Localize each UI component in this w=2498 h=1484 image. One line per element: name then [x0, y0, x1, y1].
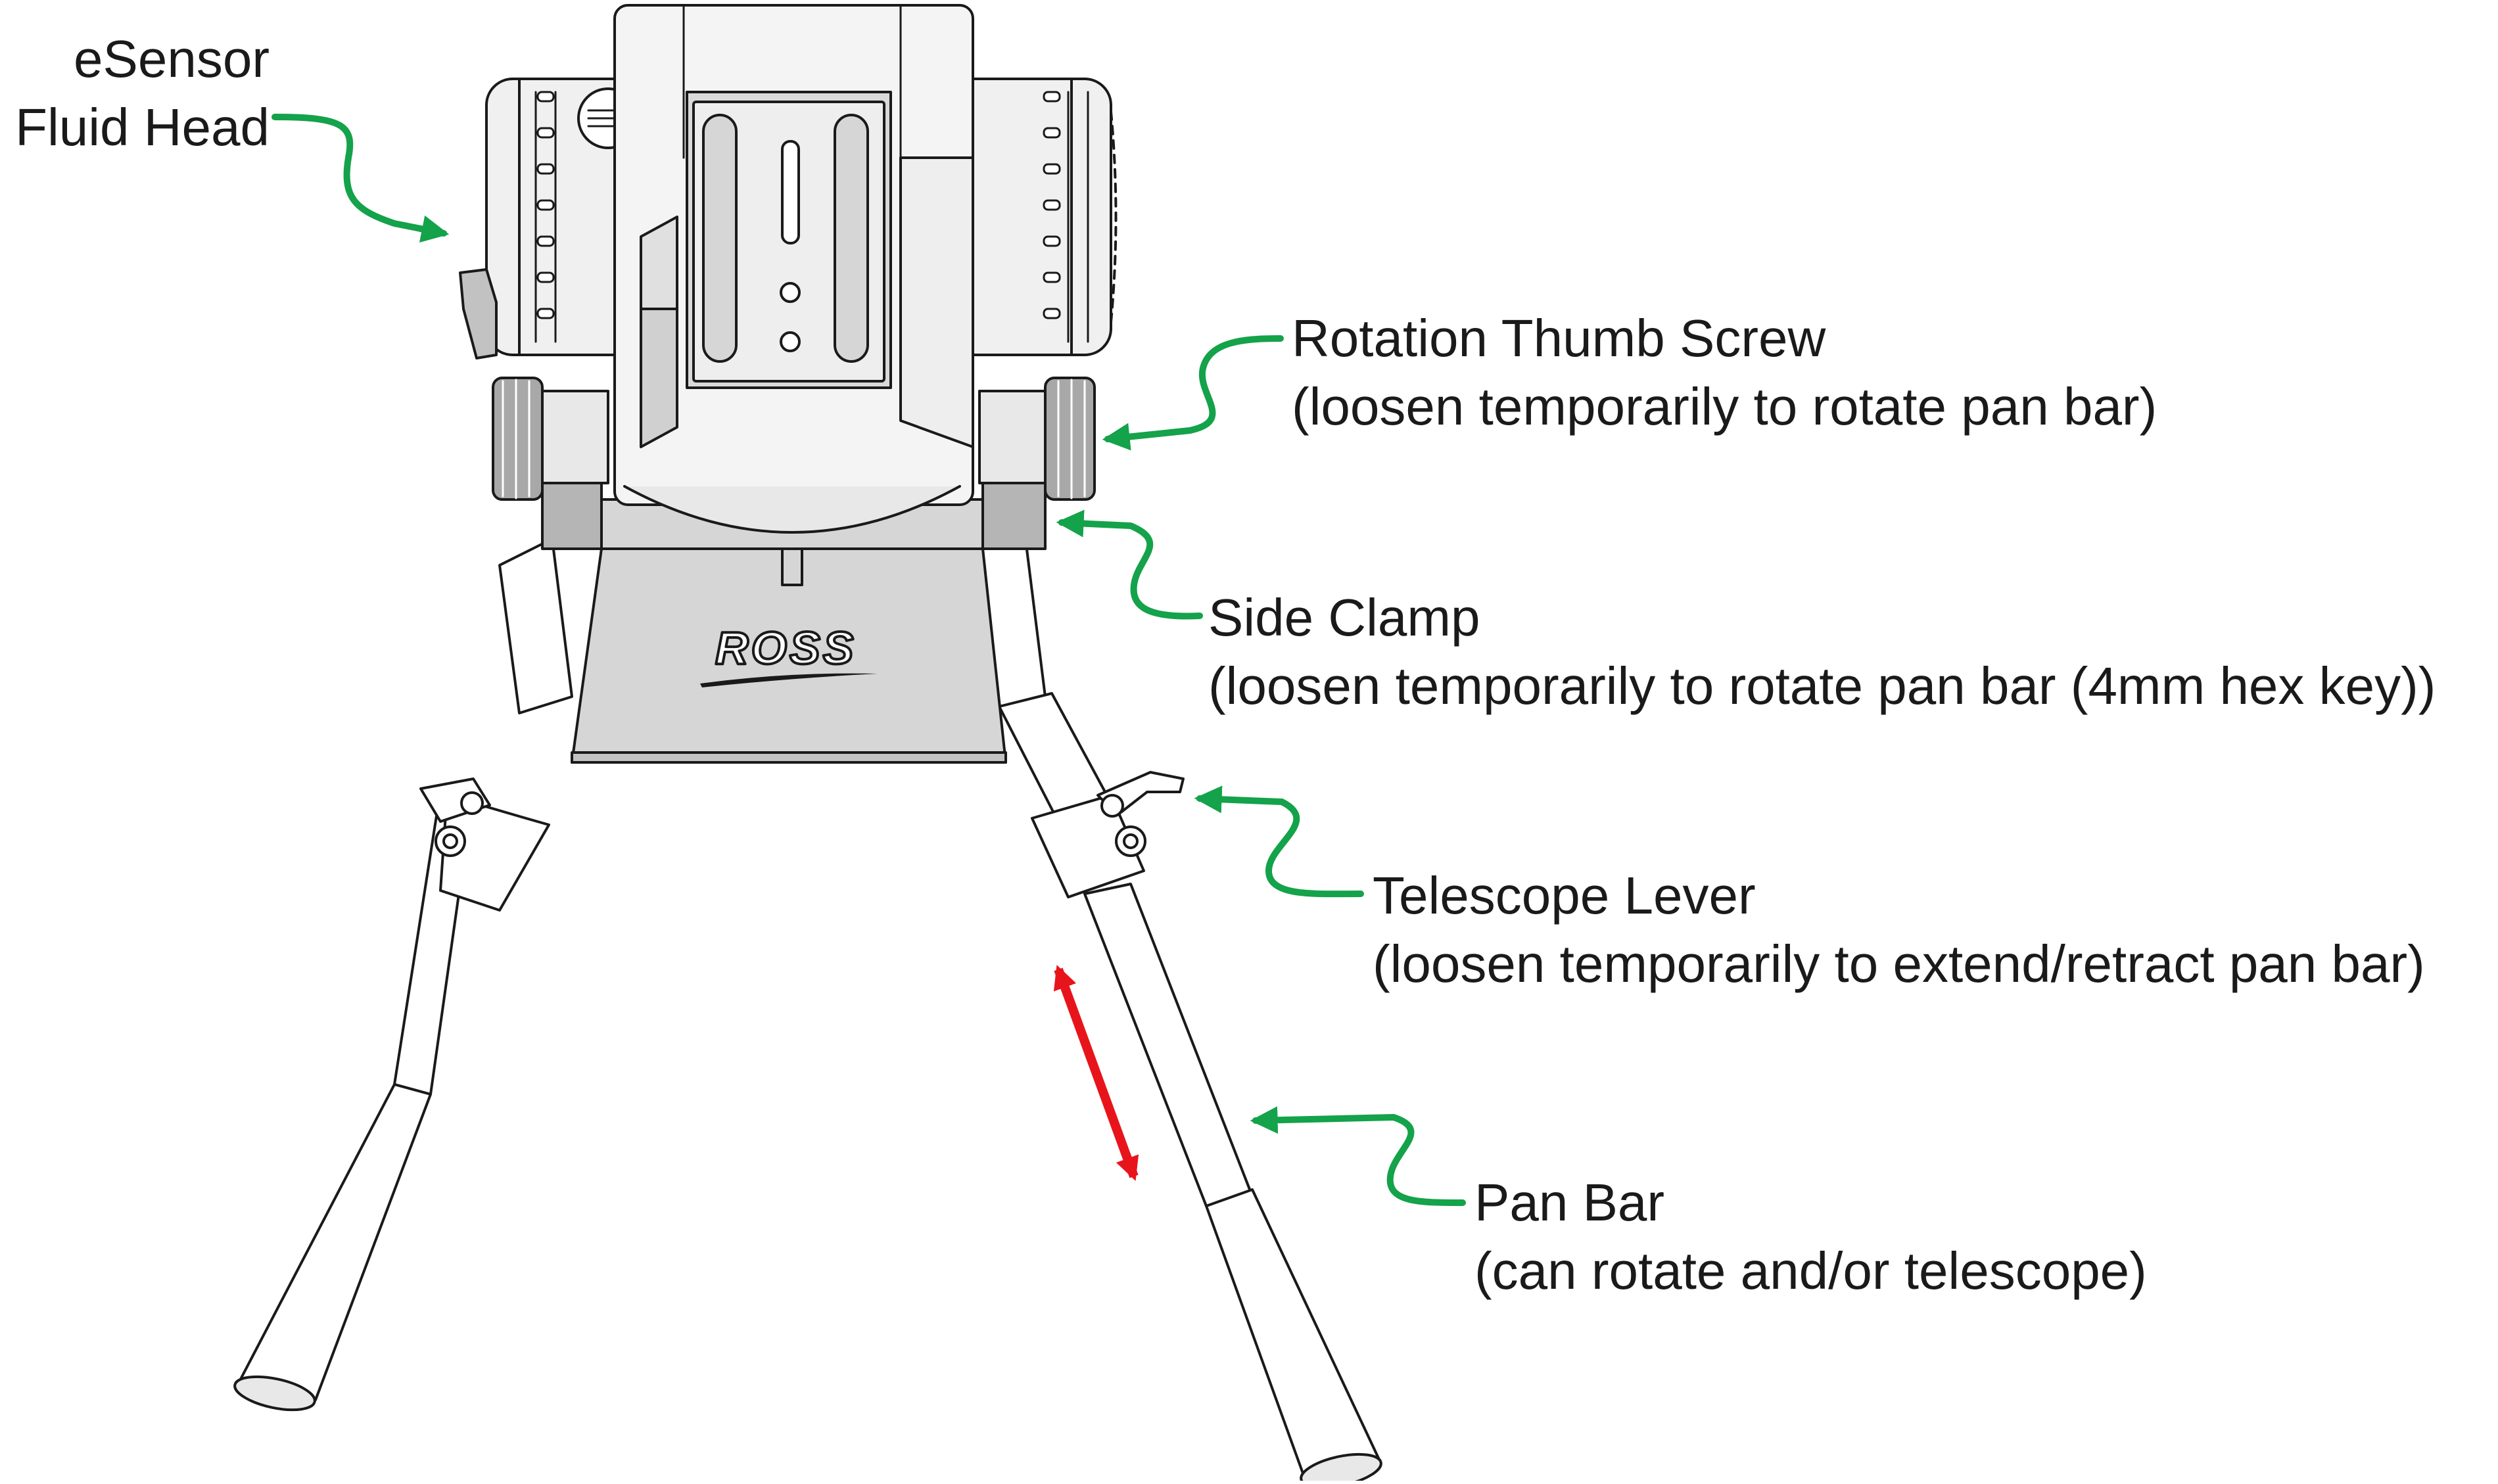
thumb-screw-label-title: Rotation Thumb Screw — [1292, 309, 1826, 367]
thumb-screw-callout-arrow — [1102, 335, 1284, 451]
ross-logo: ROSS — [700, 621, 878, 687]
thumb-screw-label: Rotation Thumb Screw (loosen temporarily… — [1292, 304, 2157, 441]
pan-bar-label: Pan Bar (can rotate and/or telescope) — [1474, 1169, 2147, 1305]
thumb-screw-label-note: (loosen temporarily to rotate pan bar) — [1292, 377, 2157, 436]
side-clamp-label-title: Side Clamp — [1208, 588, 1480, 647]
telescope-lever-callout-arrow — [1194, 785, 1364, 898]
pan-bar-label-note: (can rotate and/or telescope) — [1474, 1241, 2147, 1300]
fluid-head-callout-arrow — [271, 114, 450, 243]
left-pan-bar — [233, 538, 573, 1412]
side-clamp-callout-arrow — [1056, 509, 1203, 620]
side-clamp-label-note: (loosen temporarily to rotate pan bar (4… — [1208, 657, 2436, 715]
telescope-lever-label-note: (loosen temporarily to extend/retract pa… — [1373, 935, 2425, 993]
right-pan-bar — [978, 538, 1382, 1484]
left-drag-drum — [459, 78, 639, 359]
pan-bar-label-title: Pan Bar — [1474, 1173, 1665, 1232]
side-clamp-label: Side Clamp (loosen temporarily to rotate… — [1208, 584, 2436, 720]
telescope-lever-label-title: Telescope Lever — [1373, 866, 1756, 925]
fluid-head-label: eSensor Fluid Head — [0, 25, 270, 162]
telescope-lever-label: Telescope Lever (loosen temporarily to e… — [1373, 862, 2425, 998]
svg-text:ROSS: ROSS — [715, 622, 856, 674]
pan-bar-callout-arrow — [1250, 1106, 1466, 1206]
base-plate — [571, 547, 1007, 764]
telescope-motion-arrow — [1053, 965, 1139, 1181]
rotation-thumb-screws — [492, 377, 1096, 501]
fluid-head-label-line1: eSensor — [74, 30, 270, 88]
drum-grip-slots — [536, 91, 1061, 319]
fluid-head-body — [613, 4, 974, 534]
fluid-head-label-line2: Fluid Head — [15, 98, 270, 156]
right-drag-drum — [965, 78, 1118, 356]
